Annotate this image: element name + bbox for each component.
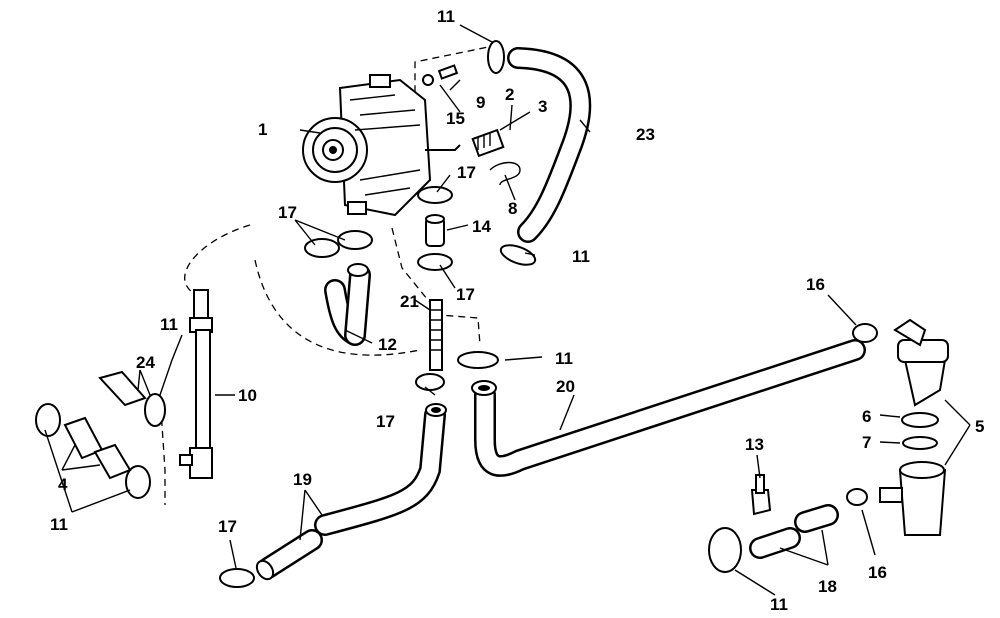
fitting-21 [429,299,443,371]
callout-17-left-pair: 17 [278,203,297,222]
callout-24: 24 [136,353,155,372]
fitting-3 [471,128,505,158]
callout-17-lower: 17 [376,412,395,431]
callout-12: 12 [378,335,397,354]
callout-15: 15 [446,109,465,128]
connector-14 [425,214,445,247]
callout-11-upper-right: 11 [572,247,590,266]
callout-3: 3 [538,97,547,116]
callout-17-center: 17 [456,285,475,304]
callout-16-upper: 16 [806,275,825,294]
callout-16-lower: 16 [868,563,887,582]
callout-8: 8 [508,199,517,218]
callout-9: 9 [476,93,485,112]
fuel-filter-10 [179,289,213,479]
callout-23: 23 [636,125,655,144]
callout-10: 10 [238,386,257,405]
callout-11-bottom-right: 11 [770,595,788,614]
callout-7: 7 [862,433,871,452]
hose-18 [749,504,839,559]
callout-11-bottom-left: 11 [50,515,68,534]
callout-6: 6 [862,407,871,426]
fuel-pump [302,74,461,217]
hose-23 [507,47,592,243]
small-parts [63,64,772,516]
callout-4: 4 [58,475,68,494]
callout-20: 20 [556,377,575,396]
filter-bowl-5 [879,318,949,536]
callout-17-bottom: 17 [218,517,237,536]
leader-lines [44,24,971,596]
callout-19: 19 [293,470,312,489]
callout-17-pump: 17 [457,163,476,182]
hose-12 [324,263,371,346]
callout-2: 2 [505,85,514,104]
callout-11-middle: 11 [555,349,573,368]
callout-11-left: 11 [160,315,178,334]
hose-20 [471,339,866,477]
callout-21: 21 [400,292,419,311]
callout-13: 13 [745,435,764,454]
hose-19 [255,403,447,581]
clamps [35,40,878,588]
callout-5: 5 [975,417,984,436]
callout-1: 1 [258,120,267,139]
callout-11-top: 11 [437,7,455,26]
callout-14: 14 [472,217,491,236]
callout-labels: 1 2 3 4 5 6 7 8 9 10 11 11 11 11 11 11 1… [50,7,984,614]
callout-18: 18 [818,577,837,596]
